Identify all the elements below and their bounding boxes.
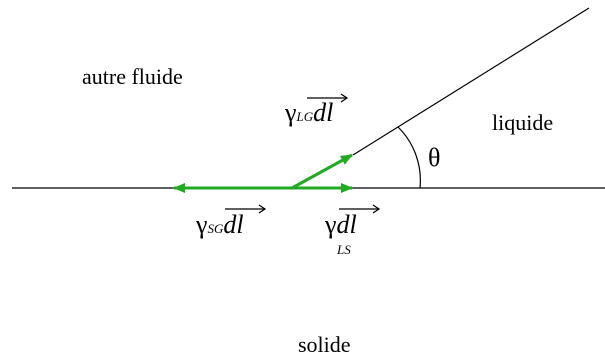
vector-sg-overarrow bbox=[225, 204, 267, 214]
vector-lg-overarrow bbox=[307, 93, 349, 103]
vector-lg-arrow bbox=[291, 153, 353, 190]
liquid-gas-interface-line bbox=[352, 7, 590, 156]
vector-ls-label: γdl bbox=[325, 212, 357, 238]
gamma-symbol: γ bbox=[285, 98, 297, 127]
subscript-ls: LS bbox=[337, 242, 351, 257]
gamma-symbol: γ bbox=[196, 210, 208, 239]
label-liquid: liquide bbox=[492, 110, 554, 135]
subscript-sg: SG bbox=[207, 221, 224, 236]
vector-lg-label: γLGdl bbox=[285, 100, 333, 126]
subscript-lg: LG bbox=[296, 109, 314, 124]
gamma-symbol: γ bbox=[325, 210, 337, 239]
angle-theta-label: θ bbox=[428, 143, 441, 172]
vector-sg-label: γSGdl bbox=[196, 212, 244, 238]
label-other-fluid: autre fluide bbox=[82, 64, 183, 89]
vector-ls-overarrow bbox=[339, 204, 381, 214]
vector-dl: dl bbox=[313, 98, 334, 127]
vector-dl: dl bbox=[223, 210, 244, 239]
contact-angle-arc bbox=[397, 126, 421, 189]
vector-dl: dl bbox=[336, 210, 357, 239]
label-solid: solide bbox=[298, 332, 351, 357]
